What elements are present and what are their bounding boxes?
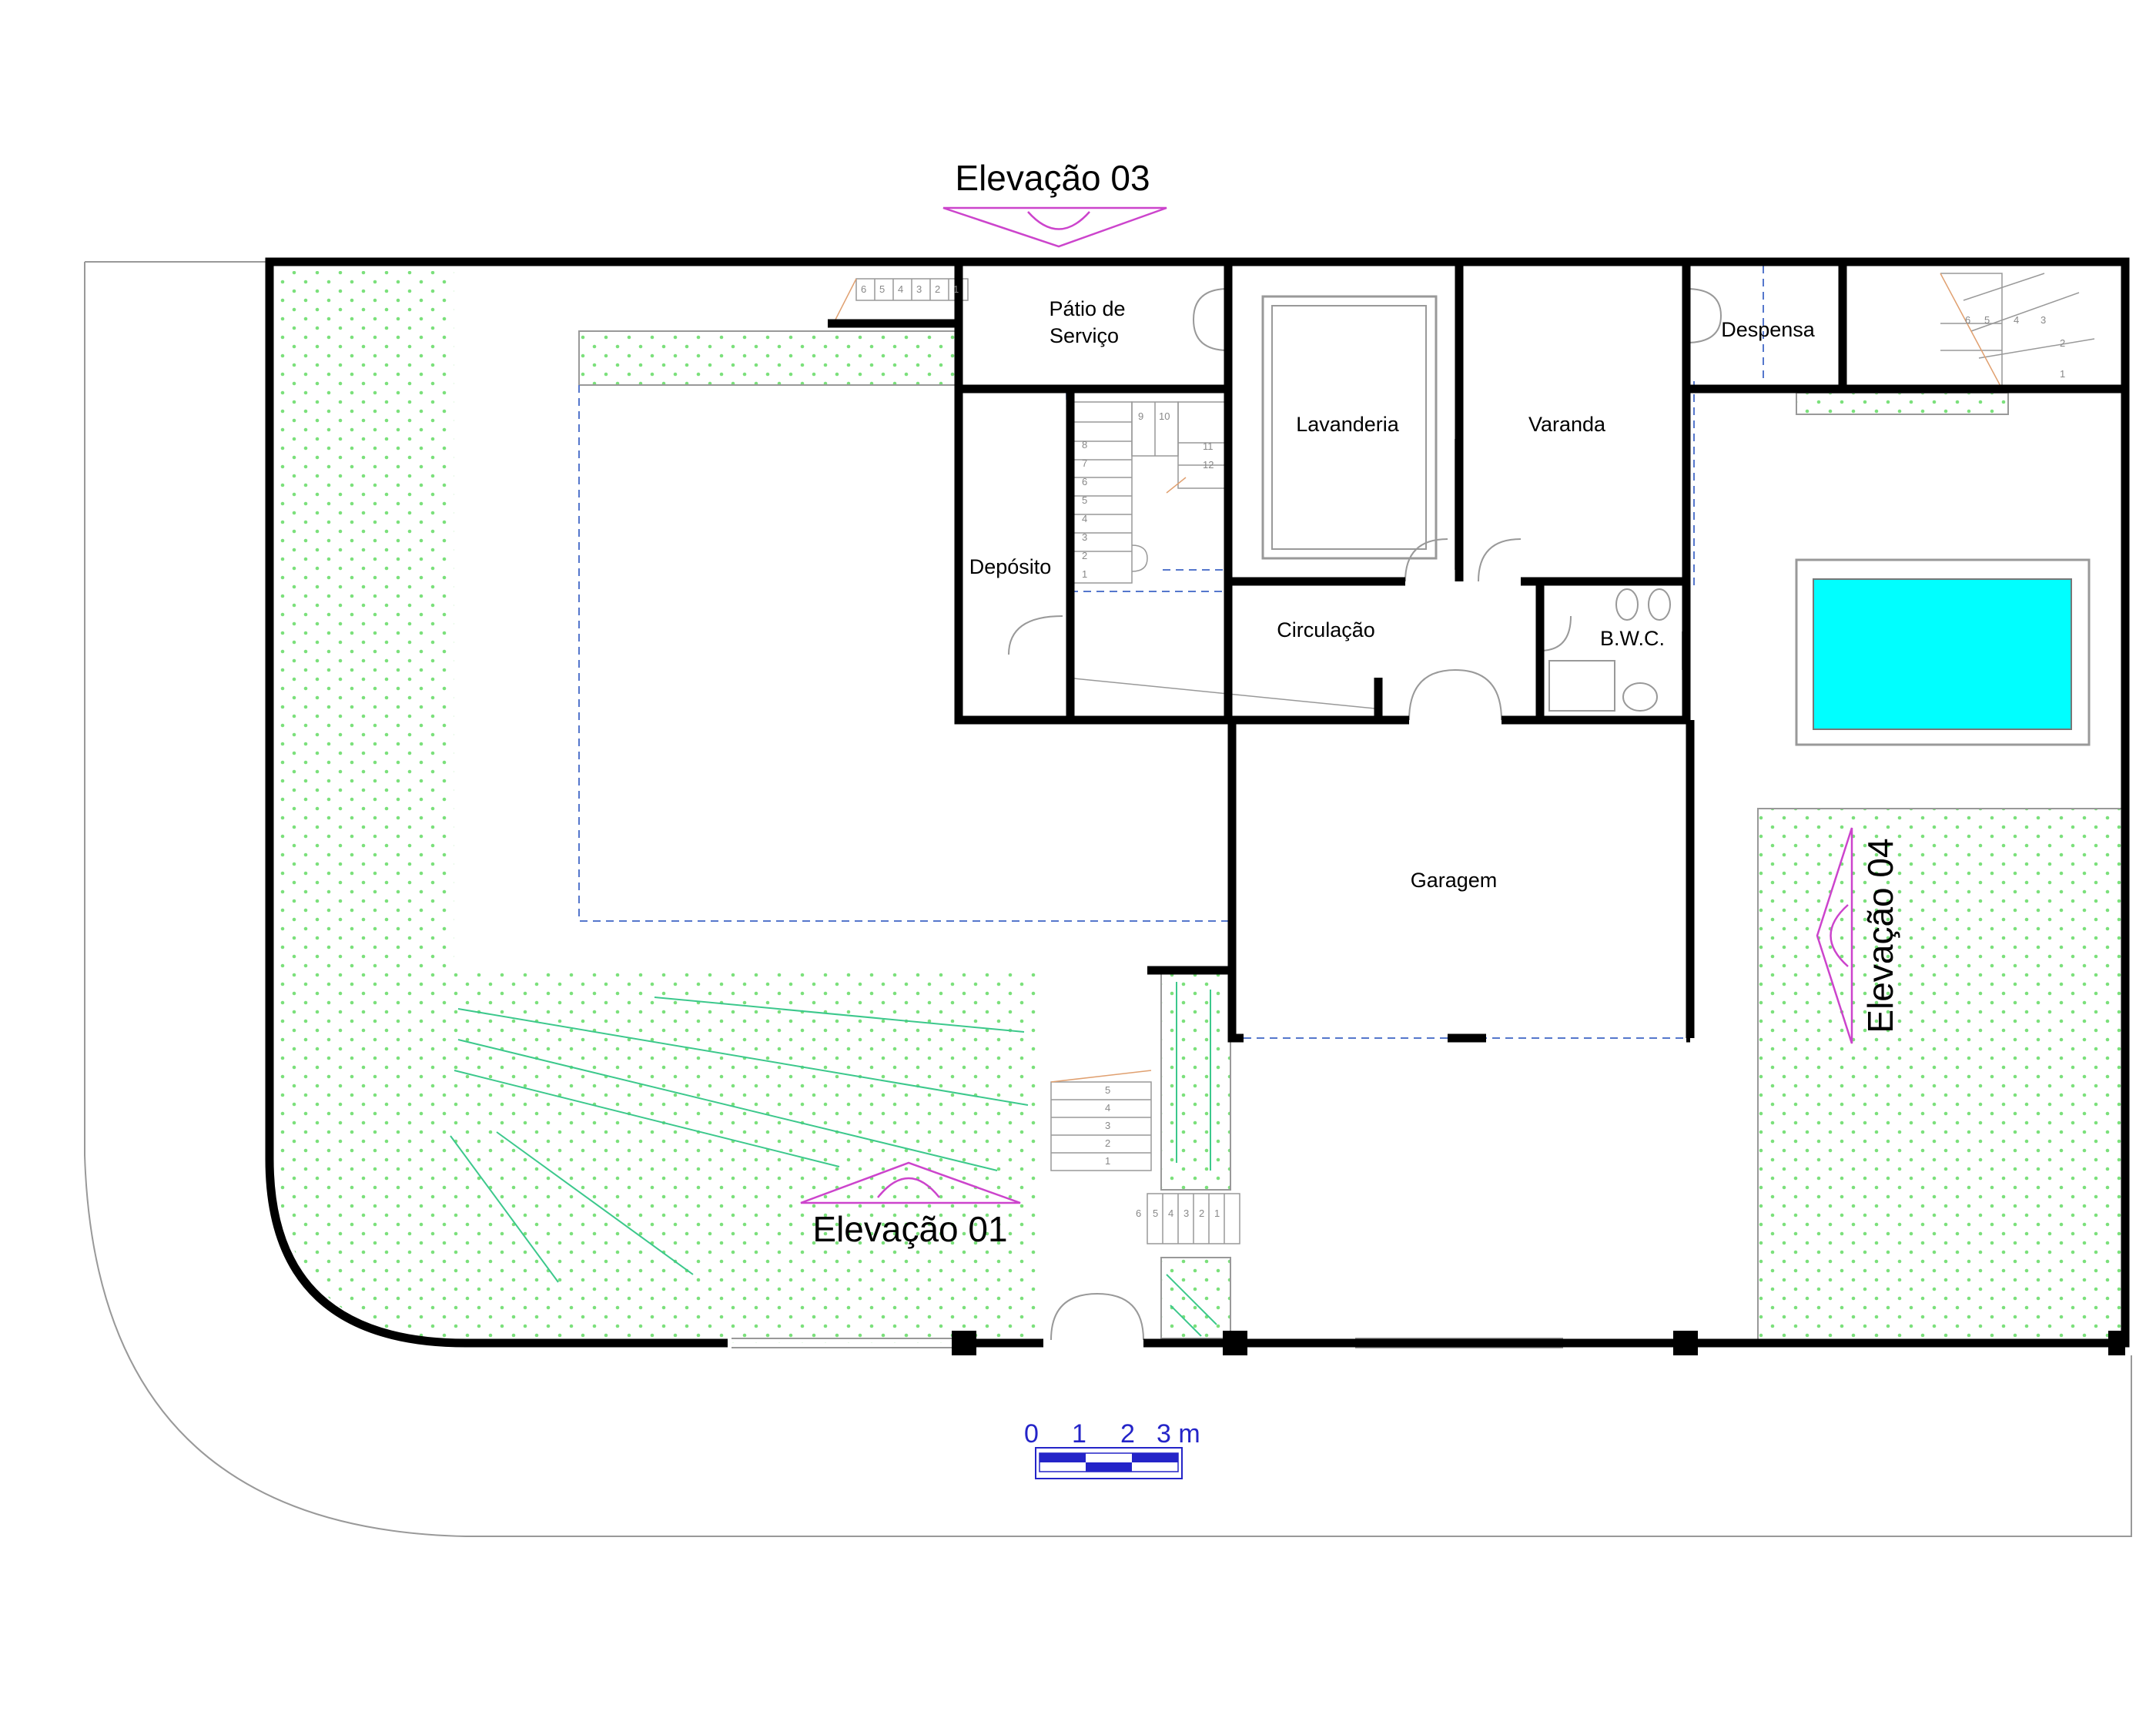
step-number: 2 (935, 283, 940, 295)
room-label-lavanderia: Lavanderia (1296, 413, 1400, 436)
outer-wall (265, 257, 2130, 1348)
elevation-label-04: Elevação 04 (1860, 838, 1900, 1033)
garden-right (1757, 808, 2126, 1342)
walls (265, 257, 2130, 1348)
scale-label-0: 0 (1024, 1419, 1039, 1449)
garden-areas (277, 271, 2126, 1343)
room-labels: Pátio de Serviço Lavanderia Varanda Desp… (969, 297, 1816, 892)
elevation-marker-01 (800, 1161, 1021, 1204)
bathroom-fixtures (1548, 588, 1671, 712)
step-number: 1 (1105, 1155, 1110, 1167)
door-swings (1008, 288, 1722, 1341)
step-number: 3 (916, 283, 922, 295)
scale-label-1: 1 (1072, 1419, 1086, 1449)
garden-pool-strip (1796, 392, 2009, 415)
step-number: 6 (1965, 314, 1970, 326)
step-ramp-circulacao (1066, 677, 1375, 709)
step-number: 2 (2060, 337, 2065, 349)
step-number: 11 (1203, 440, 1214, 452)
step-number: 3 (1183, 1208, 1189, 1219)
step-number: 7 (1082, 457, 1087, 469)
step-number: 5 (1105, 1084, 1110, 1096)
step-number: 5 (1984, 314, 1990, 326)
elevation-labels: Elevação 03 Elevação 01 Elevação 04 (812, 158, 1900, 1249)
step-number: 12 (1203, 459, 1214, 471)
elevation-marker-04 (1816, 827, 1853, 1044)
step-number: 4 (2014, 314, 2019, 326)
scale-bar: 0 1 2 3 m (1024, 1419, 1200, 1479)
laundry-tank-inner (1271, 305, 1427, 550)
garden-top-strip (578, 330, 959, 386)
lot-boundary (84, 261, 2132, 1537)
step-number: 1 (1082, 568, 1087, 580)
room-label-garagem: Garagem (1411, 869, 1498, 892)
room-label-patio-line1: Pátio de (1049, 297, 1125, 320)
room-label-bwc: B.W.C. (1600, 627, 1665, 650)
bidet-icon (1648, 588, 1671, 621)
stair-step-numbers: 6 5 4 3 2 1 6 5 4 3 2 1 8 7 6 5 4 3 2 1 … (861, 283, 2065, 1219)
step-number: 4 (898, 283, 903, 295)
scale-bar-frame (1035, 1447, 1183, 1479)
step-number: 6 (861, 283, 866, 295)
garden-planter-bottom (1160, 1257, 1231, 1339)
step-number: 4 (1082, 513, 1087, 524)
room-label-despensa: Despensa (1721, 318, 1816, 341)
room-label-circulacao: Circulação (1277, 618, 1375, 641)
step-number: 3 (2040, 314, 2046, 326)
stair-entry-vertical (1050, 1070, 1152, 1171)
laundry-tank-outer (1261, 295, 1438, 560)
stair-top-right (1940, 273, 2114, 390)
scale-label-2: 2 (1120, 1419, 1135, 1449)
columns (952, 1331, 2125, 1355)
room-label-varanda: Varanda (1528, 413, 1606, 436)
step-number: 1 (1214, 1208, 1220, 1219)
garden-planter-top (1160, 970, 1231, 1191)
shower-icon (1548, 660, 1615, 712)
garden-left-l (277, 271, 1042, 1343)
step-number: 3 (1105, 1120, 1110, 1131)
step-number: 4 (1105, 1102, 1110, 1114)
step-number: 5 (1082, 494, 1087, 506)
step-number: 3 (1082, 531, 1087, 543)
scale-label-3m: 3 m (1157, 1419, 1200, 1449)
step-number: 5 (1153, 1208, 1158, 1219)
step-number: 4 (1168, 1208, 1173, 1219)
elevation-marker-03 (942, 206, 1167, 248)
room-label-patio-line2: Serviço (1050, 324, 1119, 347)
step-number: 9 (1138, 410, 1143, 422)
step-number: 1 (2060, 368, 2065, 380)
elevation-label-01: Elevação 01 (812, 1209, 1007, 1249)
stair-top-left (835, 278, 969, 320)
step-number: 2 (1082, 550, 1087, 561)
step-number: 6 (1136, 1208, 1141, 1219)
garden-hatch-lines (450, 982, 1217, 1337)
elevation-label-03: Elevação 03 (955, 158, 1150, 198)
step-number: 6 (1082, 476, 1087, 487)
stair-entry-horizontal (1147, 1193, 1240, 1244)
step-number: 10 (1159, 410, 1170, 422)
sink-icon (1622, 682, 1658, 712)
step-number: 2 (1199, 1208, 1204, 1219)
step-number: 2 (1105, 1137, 1110, 1149)
step-number: 1 (953, 283, 959, 295)
room-label-deposito: Depósito (969, 555, 1052, 578)
step-number: 5 (879, 283, 885, 295)
step-number: 8 (1082, 439, 1087, 451)
stair-inner-u (1070, 401, 1229, 584)
toilet-icon (1615, 588, 1639, 621)
pool (1813, 578, 2072, 730)
